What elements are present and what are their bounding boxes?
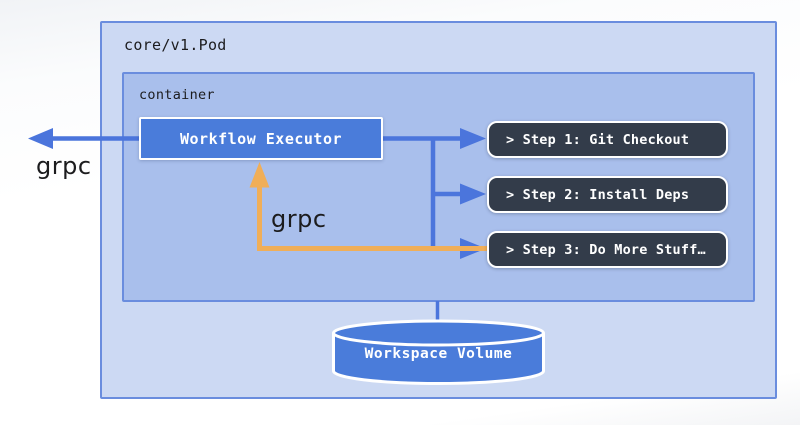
workspace-volume-label: Workspace Volume xyxy=(364,346,513,362)
container-label: container xyxy=(139,87,215,103)
cylinder-icon xyxy=(332,319,545,385)
step-3-label: > Step 3: Do More Stuff… xyxy=(506,241,706,258)
grpc-out-label: grpc xyxy=(36,152,92,180)
workspace-volume-node: Workspace Volume xyxy=(330,319,547,386)
workflow-executor-node: Workflow Executor xyxy=(139,117,383,160)
step-2-node: > Step 2: Install Deps xyxy=(487,176,728,213)
step-1-node: > Step 1: Git Checkout xyxy=(487,121,728,158)
step-3-node: > Step 3: Do More Stuff… xyxy=(487,231,728,268)
step-2-label: > Step 2: Install Deps xyxy=(506,186,690,203)
step-1-label: > Step 1: Git Checkout xyxy=(506,131,690,148)
grpc-out-arrow xyxy=(28,128,141,149)
grpc-internal-arrow xyxy=(249,162,487,251)
executor-steps-connector xyxy=(381,128,486,259)
workflow-executor-label: Workflow Executor xyxy=(179,129,343,148)
pod-label: core/v1.Pod xyxy=(124,36,227,54)
grpc-internal-label: grpc xyxy=(271,205,327,233)
